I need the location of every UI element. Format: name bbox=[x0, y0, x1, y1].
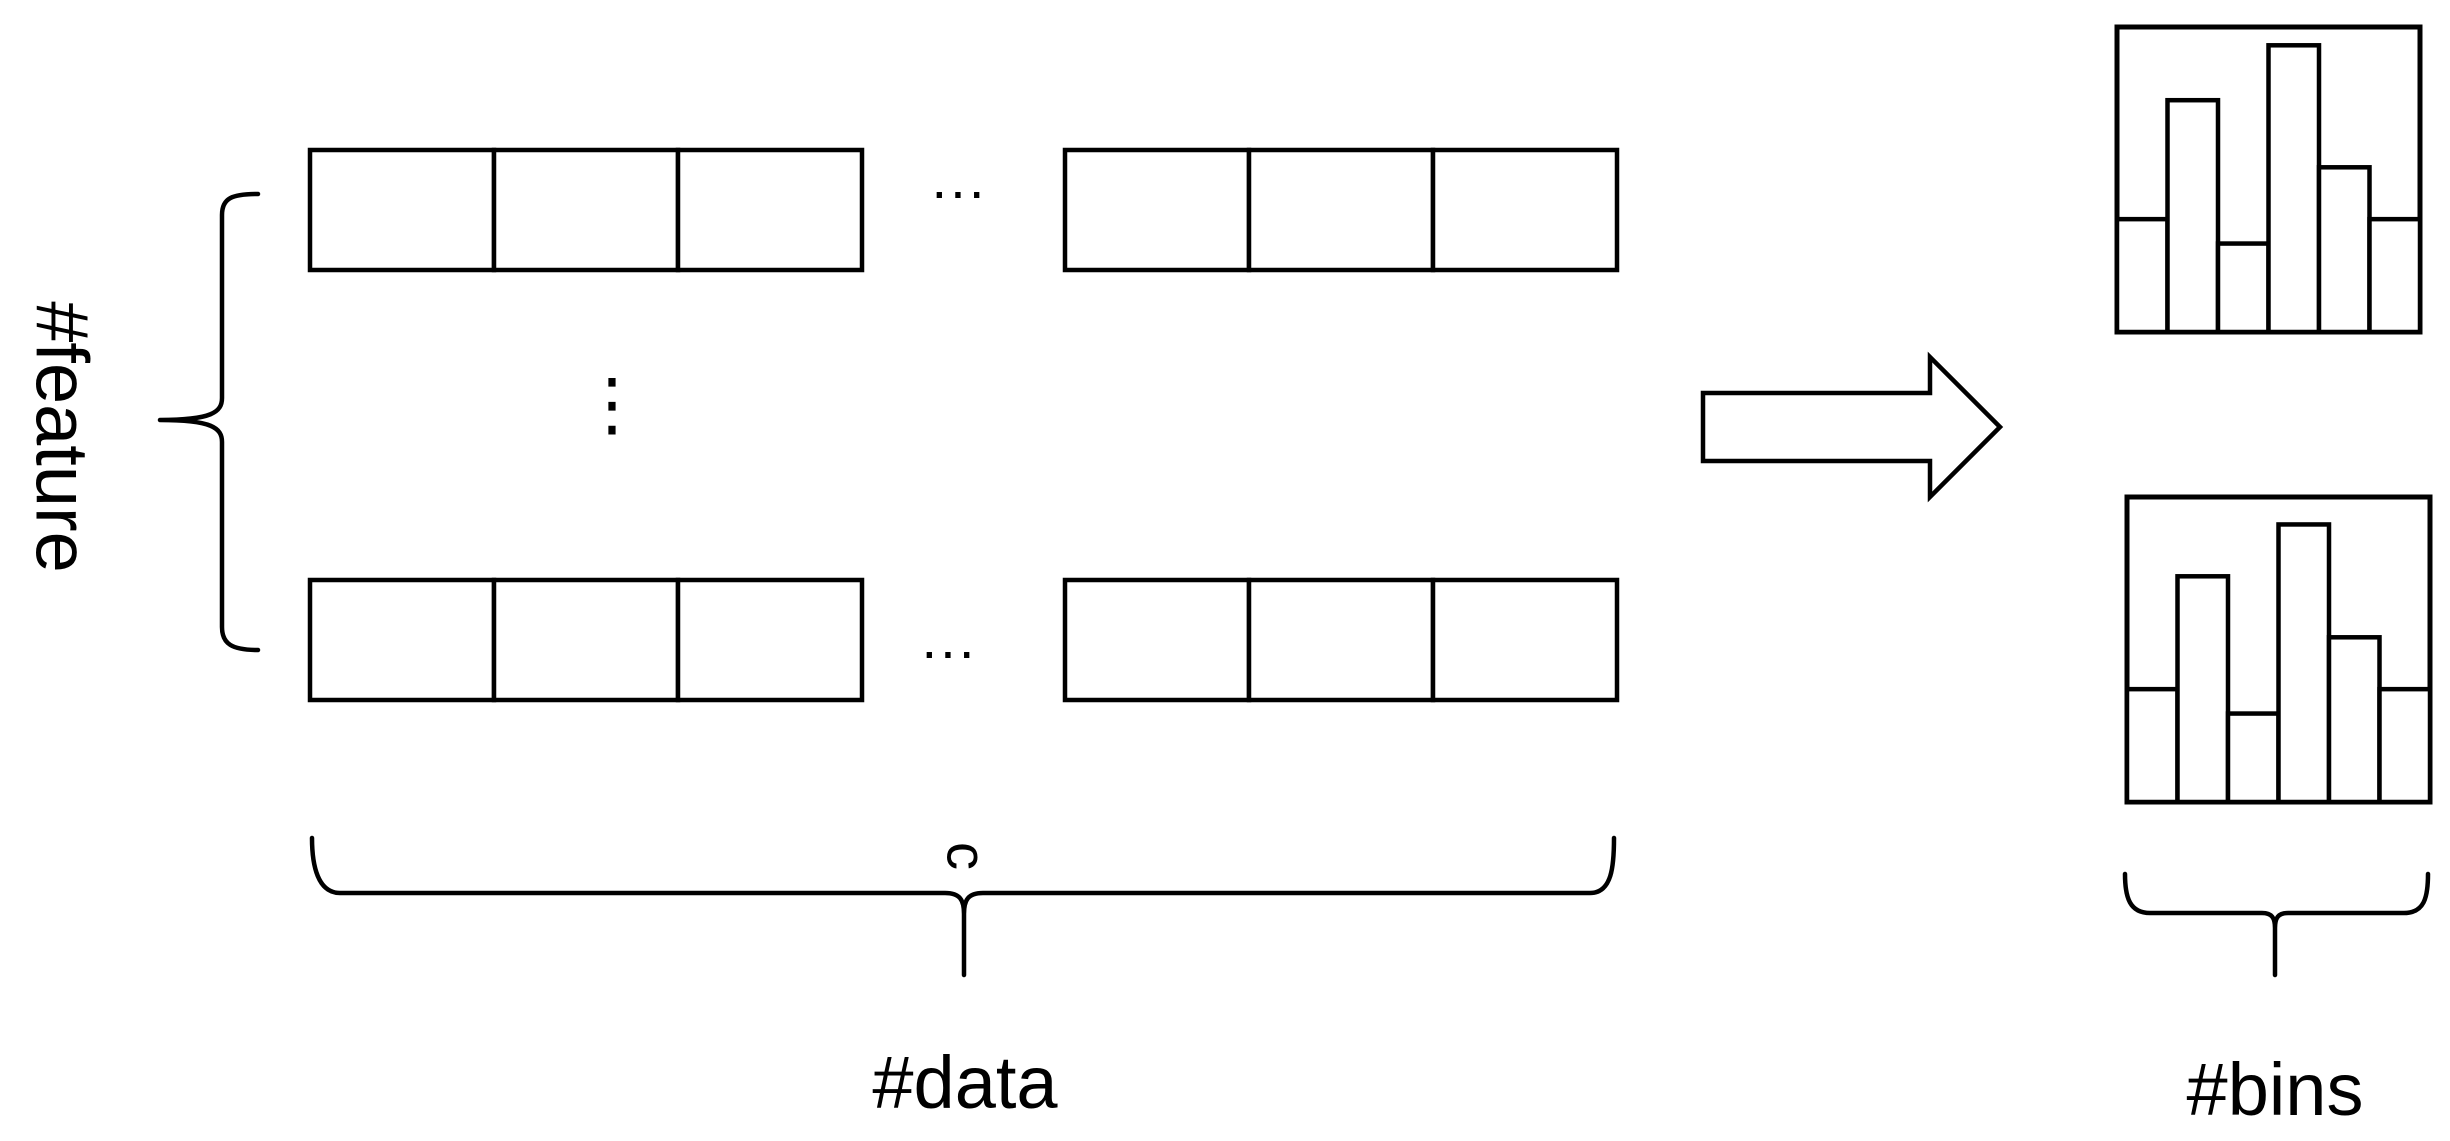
feature-brace bbox=[157, 191, 261, 653]
histogram-bin bbox=[2377, 686, 2433, 805]
data-label: #data bbox=[872, 1041, 1058, 1124]
feature-cell bbox=[1062, 147, 1252, 273]
histogram-bin bbox=[2165, 97, 2221, 335]
histogram-bin bbox=[2175, 574, 2231, 805]
brace-letter: c bbox=[936, 842, 999, 870]
feature-cell bbox=[491, 147, 681, 273]
feature-cell bbox=[675, 577, 865, 703]
feature-cell bbox=[675, 147, 865, 273]
feature-cell bbox=[307, 577, 497, 703]
bins-label: #bins bbox=[2187, 1048, 2364, 1131]
histogram-top bbox=[2114, 24, 2423, 335]
feature-cell bbox=[307, 147, 497, 273]
histogram-bin bbox=[2114, 216, 2170, 335]
feature-cell bbox=[1430, 147, 1620, 273]
transform-arrow bbox=[1700, 351, 2004, 503]
feature-cell bbox=[1246, 147, 1436, 273]
histogram-bin bbox=[2225, 711, 2281, 805]
histogram-bin bbox=[2124, 686, 2180, 805]
feature-row-bottom bbox=[307, 577, 1620, 703]
histogram-bottom bbox=[2124, 494, 2433, 805]
feature-cell bbox=[1062, 577, 1252, 703]
bins-brace bbox=[2122, 871, 2431, 978]
row-top-ellipsis: ··· bbox=[930, 159, 986, 222]
feature-cell bbox=[491, 577, 681, 703]
histogram-bin bbox=[2326, 635, 2382, 805]
histogram-bin bbox=[2367, 216, 2423, 335]
rows-vertical-ellipsis: ⋮ bbox=[577, 365, 647, 443]
feature-cell bbox=[1246, 577, 1436, 703]
row-bottom-ellipsis: ··· bbox=[920, 619, 976, 682]
feature-label: #feature bbox=[21, 301, 104, 573]
feature-cell bbox=[1430, 577, 1620, 703]
histogram-bin bbox=[2316, 165, 2372, 335]
histogram-bin bbox=[2215, 241, 2271, 335]
data-brace bbox=[309, 835, 1617, 978]
histogram-bin bbox=[2276, 522, 2332, 805]
histogram-bin bbox=[2266, 43, 2322, 335]
feature-row-top bbox=[307, 147, 1620, 273]
